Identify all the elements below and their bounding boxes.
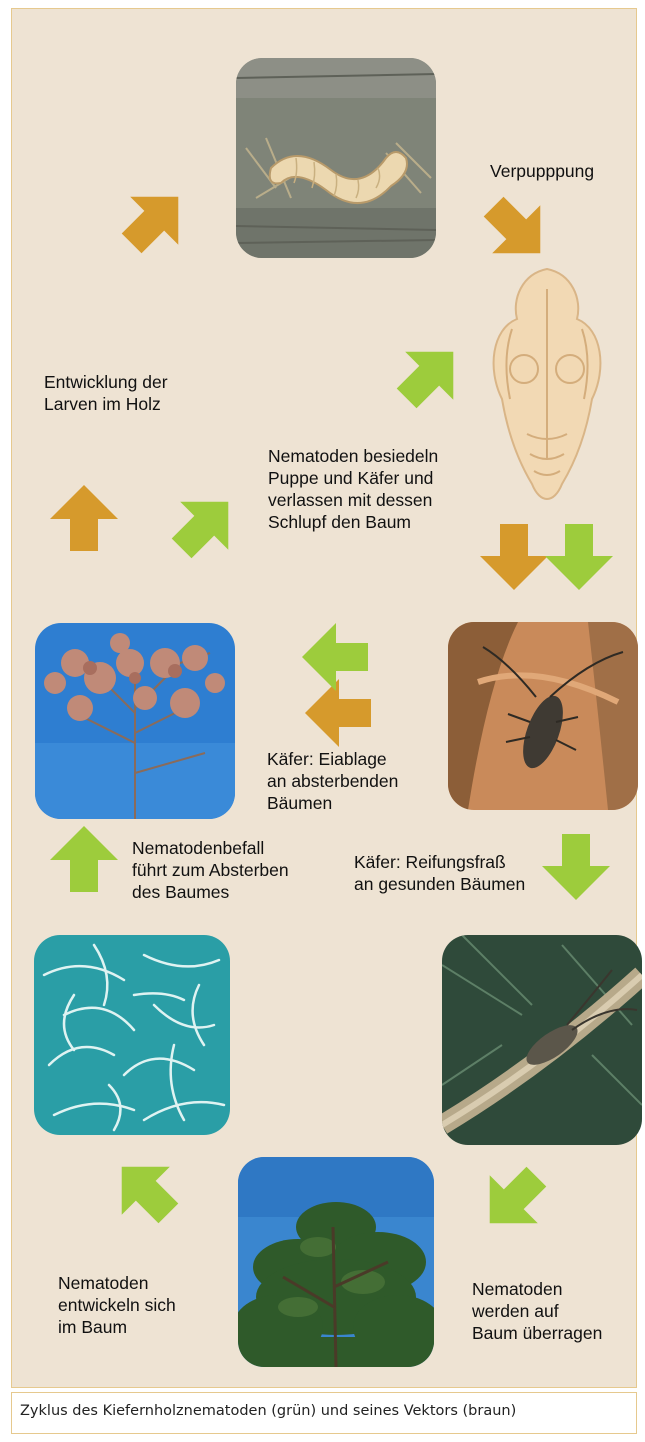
label-line: des Baumes — [132, 881, 289, 903]
label-line: Baum überragen — [472, 1322, 602, 1344]
label-besiedeln: Nematoden besiedeln Puppe und Käfer und … — [268, 445, 438, 533]
label-eiablage: Käfer: Eiablage an absterbenden Bäumen — [267, 748, 398, 814]
longhorn-beetle-icon — [448, 622, 638, 810]
nematodes-microscope-icon — [34, 935, 230, 1135]
beetle-twig-photo — [442, 935, 642, 1145]
label-line: Käfer: Eiablage — [267, 748, 398, 770]
larva-in-wood-icon — [236, 58, 436, 258]
label-line: an gesunden Bäumen — [354, 873, 525, 895]
pine-tree-icon — [238, 1157, 434, 1367]
label-line: Bäumen — [267, 792, 398, 814]
diagram-panel: Verpupppung Entwicklung der Larven im Ho… — [11, 8, 637, 1388]
pupa-photo — [472, 259, 622, 517]
figure-caption: Zyklus des Kiefernholznematoden (grün) u… — [20, 1403, 516, 1419]
label-entwicklung: Entwicklung der Larven im Holz — [44, 371, 168, 415]
label-line: Verpupppung — [490, 160, 594, 182]
label-line: Puppe und Käfer und — [268, 467, 438, 489]
label-line: an absterbenden — [267, 770, 398, 792]
label-line: Larven im Holz — [44, 393, 168, 415]
beetle-on-twig-icon — [442, 935, 642, 1145]
label-line: Schlupf den Baum — [268, 511, 438, 533]
label-line: Nematodenbefall — [132, 837, 289, 859]
label-uebertragen: Nematoden werden auf Baum überragen — [472, 1278, 602, 1344]
nematodes-photo — [34, 935, 230, 1135]
larva-photo — [236, 58, 436, 258]
label-line: im Baum — [58, 1316, 176, 1338]
label-line: Nematoden besiedeln — [268, 445, 438, 467]
healthy-pine-photo — [238, 1157, 434, 1367]
label-line: Käfer: Reifungsfraß — [354, 851, 525, 873]
caption-bar: Zyklus des Kiefernholznematoden (grün) u… — [11, 1392, 637, 1434]
dying-tree-icon — [35, 623, 235, 819]
label-verpuppung: Verpupppung — [490, 160, 594, 182]
label-befall: Nematodenbefall führt zum Absterben des … — [132, 837, 289, 903]
label-entwickeln: Nematoden entwickeln sich im Baum — [58, 1272, 176, 1338]
beetle-bark-photo — [448, 622, 638, 810]
label-line: entwickeln sich — [58, 1294, 176, 1316]
label-line: verlassen mit dessen — [268, 489, 438, 511]
label-reifungsfrass: Käfer: Reifungsfraß an gesunden Bäumen — [354, 851, 525, 895]
label-line: Nematoden — [472, 1278, 602, 1300]
beetle-pupa-icon — [472, 259, 622, 517]
label-line: Entwicklung der — [44, 371, 168, 393]
label-line: führt zum Absterben — [132, 859, 289, 881]
label-line: Nematoden — [58, 1272, 176, 1294]
label-line: werden auf — [472, 1300, 602, 1322]
dead-tree-photo — [35, 623, 235, 819]
